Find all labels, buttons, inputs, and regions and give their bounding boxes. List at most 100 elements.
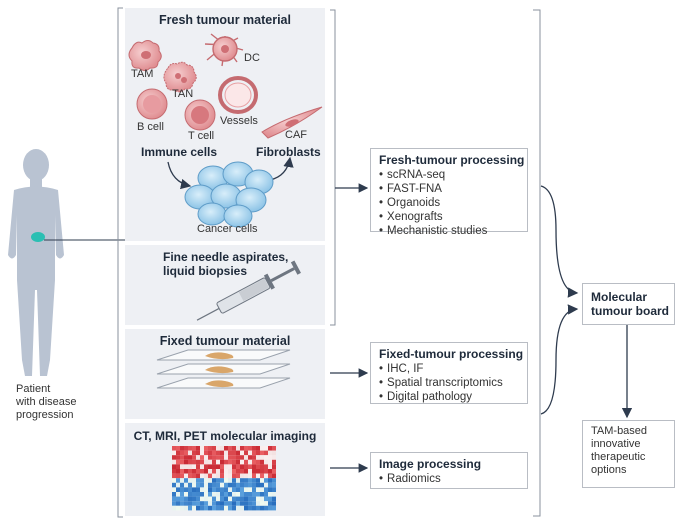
heatmap-cell xyxy=(204,501,208,506)
b-cell-label: B cell xyxy=(137,121,164,133)
heatmap-cell xyxy=(224,501,228,506)
heatmap-cell xyxy=(184,501,188,506)
heatmap-cell xyxy=(200,487,204,492)
heatmap-cell xyxy=(212,478,216,483)
heatmap-cell xyxy=(192,464,196,469)
heatmap-cell xyxy=(196,464,200,469)
heatmap-cell xyxy=(196,505,200,511)
heatmap-cell xyxy=(172,450,176,456)
heatmap-cell xyxy=(220,473,224,479)
heatmap-cell xyxy=(188,459,192,465)
heatmap-cell xyxy=(180,505,184,511)
heatmap-cell xyxy=(172,501,176,506)
heatmap-cell xyxy=(208,505,212,511)
heatmap-cell xyxy=(220,446,224,451)
heatmap-cell xyxy=(200,459,204,465)
heatmap-cell xyxy=(196,496,200,502)
heatmap-cell xyxy=(272,496,276,502)
heatmap-cell xyxy=(216,459,220,465)
heatmap-cell xyxy=(224,487,228,492)
heatmap-cell xyxy=(260,501,264,506)
heatmap-cell xyxy=(220,478,224,483)
heatmap-cell xyxy=(248,505,252,511)
heatmap-cell xyxy=(176,505,180,511)
heatmap-cell xyxy=(204,469,208,474)
heatmap-cell xyxy=(228,464,232,469)
heatmap-cell xyxy=(188,501,192,506)
heatmap-cell xyxy=(264,501,268,506)
heatmap-cell xyxy=(228,505,232,511)
heatmap-cell xyxy=(204,459,208,465)
heatmap-cell xyxy=(240,492,244,497)
heatmap-cell xyxy=(228,473,232,479)
heatmap-cell xyxy=(184,459,188,465)
heatmap-cell xyxy=(256,469,260,474)
heatmap-cell xyxy=(188,482,192,488)
heatmap-cell xyxy=(244,487,248,492)
list-item: Radiomics xyxy=(379,472,527,486)
heatmap-cell xyxy=(264,464,268,469)
heatmap-cell xyxy=(184,464,188,469)
heatmap-cell xyxy=(248,501,252,506)
heatmap-cell xyxy=(172,482,176,488)
heatmap-cell xyxy=(192,492,196,497)
heatmap-cell xyxy=(224,464,228,469)
heatmap-cell xyxy=(200,469,204,474)
list-item: IHC, IF xyxy=(379,362,527,376)
heatmap-cell xyxy=(244,450,248,456)
heatmap-cell xyxy=(268,482,272,488)
heatmap-cell xyxy=(272,455,276,460)
heatmap-cell xyxy=(256,482,260,488)
heatmap-cell xyxy=(264,482,268,488)
b-cell-icon xyxy=(136,88,168,120)
heatmap-cell xyxy=(264,469,268,474)
dc-label: DC xyxy=(244,52,260,64)
heatmap-cell xyxy=(260,473,264,479)
heatmap-cell xyxy=(240,496,244,502)
heatmap-cell xyxy=(208,455,212,460)
heatmap-cell xyxy=(180,455,184,460)
heatmap-cell xyxy=(216,501,220,506)
heatmap-cell xyxy=(196,455,200,460)
heatmap-cell xyxy=(260,459,264,465)
heatmap-cell xyxy=(216,478,220,483)
heatmap-cell xyxy=(244,446,248,451)
heatmap-cell xyxy=(184,455,188,460)
fresh-processing-box: Fresh-tumour processing scRNA-seq FAST-F… xyxy=(370,148,528,237)
heatmap-cell xyxy=(240,464,244,469)
syringe-icon xyxy=(196,260,301,321)
heatmap-cell xyxy=(212,487,216,492)
heatmap-cell xyxy=(196,492,200,497)
heatmap-cell xyxy=(236,478,240,483)
heatmap-cell xyxy=(188,492,192,497)
heatmap-cell xyxy=(176,450,180,456)
heatmap-cell xyxy=(184,482,188,488)
heatmap-cell xyxy=(252,501,256,506)
heatmap-cell xyxy=(180,464,184,469)
heatmap-cell xyxy=(248,455,252,460)
heatmap-cell xyxy=(240,469,244,474)
heatmap-cell xyxy=(256,478,260,483)
heatmap-cell xyxy=(264,455,268,460)
heatmap-cell xyxy=(220,496,224,502)
heatmap-cell xyxy=(232,496,236,502)
heatmap-cell xyxy=(236,505,240,511)
heatmap-cell xyxy=(196,450,200,456)
heatmap-cell xyxy=(188,478,192,483)
heatmap-cell xyxy=(216,469,220,474)
heatmap-cell xyxy=(216,446,220,451)
heatmap-cell xyxy=(236,450,240,456)
heatmap-cell xyxy=(208,446,212,451)
heatmap-cell xyxy=(232,464,236,469)
heatmap-cell xyxy=(224,496,228,502)
heatmap-cell xyxy=(212,473,216,479)
heatmap-cell xyxy=(180,492,184,497)
heatmap-cell xyxy=(260,482,264,488)
fresh-group-bracket xyxy=(330,9,336,326)
heatmap-cell xyxy=(208,496,212,502)
vessel-icon xyxy=(218,76,258,114)
heatmap-cell xyxy=(200,492,204,497)
fresh-processing-title: Fresh-tumour processing xyxy=(379,153,525,167)
heatmap-cell xyxy=(172,473,176,479)
heatmap-cell xyxy=(188,450,192,456)
